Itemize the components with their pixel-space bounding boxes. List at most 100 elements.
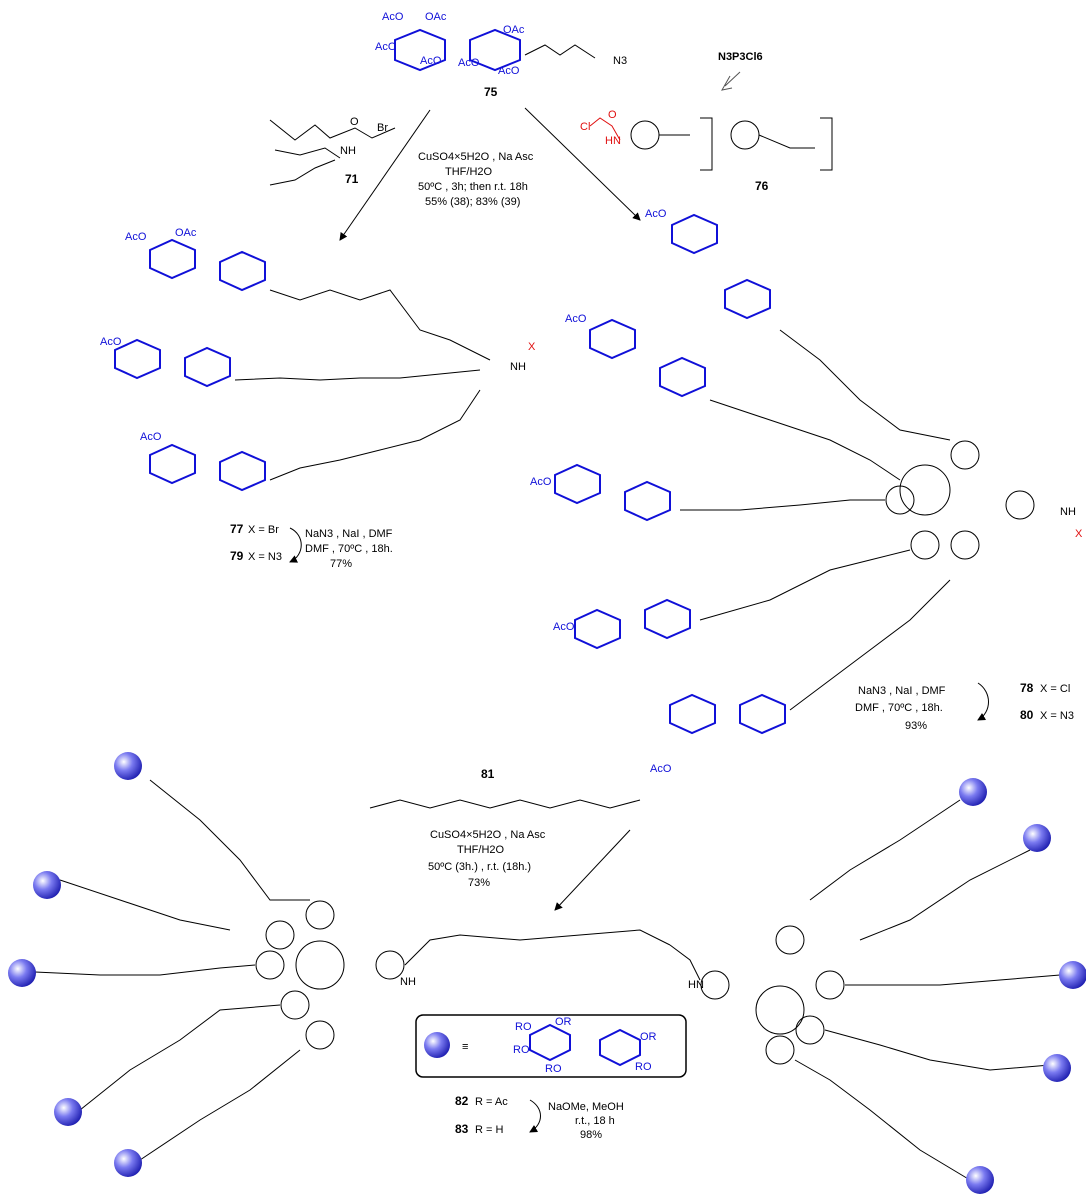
label-ro: RO (635, 1061, 652, 1073)
compound-75-label: 75 (484, 85, 498, 99)
label-br: Br (377, 122, 388, 134)
label-nh: NH (340, 145, 356, 157)
right-cond1: NaN3 , NaI , DMF (858, 685, 946, 697)
right-conversion: NaN3 , NaI , DMF DMF , 70ºC , 18h. 93% 7… (855, 681, 1074, 732)
compound-76-label: 76 (755, 179, 769, 193)
step3-line4: 73% (468, 877, 490, 889)
compound-71: O NH Br 71 (269, 116, 396, 186)
step1-line3: 50ºC , 3h; then r.t. 18h (418, 181, 528, 193)
compound-78-sub: X = Cl (1040, 683, 1070, 695)
label-aco: AcO (382, 11, 404, 23)
sphere (959, 778, 987, 806)
label-x: X (1075, 528, 1083, 540)
sphere (114, 752, 142, 780)
label-cl: Cl (580, 121, 590, 133)
label-aco: AcO (498, 65, 520, 77)
step1-conditions: CuSO4×5H2O , Na Asc THF/H2O 50ºC , 3h; t… (418, 151, 534, 208)
sphere (33, 871, 61, 899)
compound-83-label: 83 (455, 1122, 469, 1136)
final-conversion: 82 R = Ac 83 R = H NaOMe, MeOH r.t., 18 … (455, 1094, 624, 1141)
label-ro: RO (513, 1044, 530, 1056)
right-yield: 93% (905, 720, 927, 732)
left-cond1: NaN3 , NaI , DMF (305, 528, 393, 540)
label-n3: N3 (613, 55, 627, 67)
label-aco: AcO (375, 41, 397, 53)
compound-77-label: 77 (230, 522, 244, 536)
label-ro: RO (545, 1063, 562, 1075)
label-oac: OAc (425, 11, 447, 23)
label-or: OR (640, 1031, 657, 1043)
label-aco: AcO (530, 476, 552, 488)
compound-81-label: 81 (481, 767, 495, 781)
arrow-step3 (554, 829, 631, 911)
compound-78-label: 78 (1020, 681, 1034, 695)
compound-82-sub: R = Ac (475, 1096, 508, 1108)
left-cond2: DMF , 70ºC , 18h. (305, 543, 393, 555)
step1-line2: THF/H2O (445, 166, 493, 178)
sphere (966, 1166, 994, 1194)
compound-79-sub: X = N3 (248, 551, 282, 563)
final-left-core (34, 779, 671, 1161)
sphere (8, 959, 36, 987)
sphere (1043, 1054, 1071, 1082)
lactose-spheres (8, 752, 1086, 1194)
step3-line3: 50ºC (3h.) , r.t. (18h.) (428, 861, 531, 873)
label-nh: NH (400, 976, 416, 988)
label-aco: AcO (458, 57, 480, 69)
compound-79-label: 79 (230, 549, 244, 563)
label-nh: NH (1060, 506, 1076, 518)
equiv-sign: ≡ (462, 1041, 468, 1053)
compound-80-sub: X = N3 (1040, 710, 1074, 722)
label-ro: RO (515, 1021, 532, 1033)
final-cond2: r.t., 18 h (575, 1115, 615, 1127)
label-nh: NH (510, 361, 526, 373)
label-aco: AcO (420, 55, 442, 67)
step1-line1: CuSO4×5H2O , Na Asc (418, 151, 534, 163)
final-cond1: NaOMe, MeOH (548, 1101, 624, 1113)
final-right-core (669, 799, 1061, 1181)
step3-conditions: CuSO4×5H2O , Na Asc THF/H2O 50ºC (3h.) ,… (428, 829, 546, 889)
sphere (1059, 961, 1086, 989)
compound-81: 81 (369, 767, 641, 809)
sphere-legend: ≡ RO RO RO OR OR RO (415, 1014, 687, 1078)
compound-83-sub: R = H (475, 1124, 503, 1136)
reagent-n3p3cl6: N3P3Cl6 (718, 51, 763, 63)
arrow-left (339, 109, 431, 241)
step1-line4: 55% (38); 83% (39) (425, 196, 520, 208)
step3-line1: CuSO4×5H2O , Na Asc (430, 829, 546, 841)
label-or: OR (555, 1016, 572, 1028)
arrow-right (524, 107, 641, 221)
final-yield: 98% (580, 1129, 602, 1141)
label-aco: AcO (125, 231, 147, 243)
label-aco: AcO (100, 336, 122, 348)
compound-75: AcO OAc AcO OAc AcO AcO AcO N3 75 (375, 11, 627, 99)
right-dendrimer-core (680, 329, 1035, 711)
compound-76: Cl O HN 76 (580, 109, 833, 193)
step3-line2: THF/H2O (457, 844, 505, 856)
label-aco: AcO (650, 763, 672, 775)
compound-77-sub: X = Br (248, 524, 279, 536)
right-dendrimer (554, 213, 786, 735)
label-hn: HN (688, 979, 704, 991)
label-oac: OAc (503, 24, 525, 36)
sphere (1023, 824, 1051, 852)
label-o: O (608, 109, 617, 121)
left-yield: 77% (330, 558, 352, 570)
label-aco: AcO (645, 208, 667, 220)
label-aco: AcO (140, 431, 162, 443)
label-o: O (350, 116, 359, 128)
sphere (114, 1149, 142, 1177)
left-conversion: 77 X = Br 79 X = N3 NaN3 , NaI , DMF DMF… (230, 522, 393, 570)
compound-80-label: 80 (1020, 708, 1034, 722)
sphere (54, 1098, 82, 1126)
label-aco: AcO (565, 313, 587, 325)
compound-71-label: 71 (345, 172, 359, 186)
label-x: X (528, 341, 536, 353)
label-oac: OAc (175, 227, 197, 239)
right-cond2: DMF , 70ºC , 18h. (855, 702, 943, 714)
label-hn: HN (605, 135, 621, 147)
left-cluster (114, 238, 266, 492)
left-cluster-linkers (234, 289, 491, 481)
